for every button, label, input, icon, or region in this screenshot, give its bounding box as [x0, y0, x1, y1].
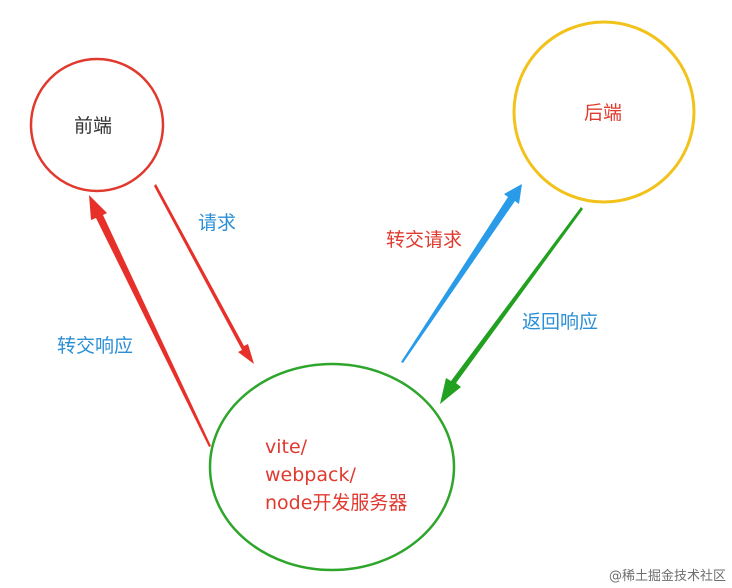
forward-response-label: 转交响应: [57, 335, 133, 357]
forward-request-label: 转交请求: [386, 229, 462, 251]
request-arrow: 请求: [154, 184, 254, 364]
dev-server-label-line-2: webpack/: [265, 464, 356, 486]
watermark: @稀土掘金技术社区: [608, 569, 726, 584]
return-response-label: 返回响应: [522, 311, 598, 333]
frontend-circle: [29, 57, 165, 193]
backend-circle: [512, 20, 696, 204]
return-response-arrow-shape: [440, 207, 583, 404]
frontend-label: 前端: [74, 115, 112, 137]
dev-server-label-line-1: vite/: [265, 436, 308, 458]
dev-server-circle: [208, 362, 456, 572]
dev-server-node: vite/ webpack/ node开发服务器: [208, 362, 456, 572]
return-response-arrow: 返回响应: [440, 207, 598, 404]
forward-request-arrow-shape: [401, 184, 522, 363]
backend-label: 后端: [584, 102, 622, 124]
forward-response-arrow-shape: [89, 195, 211, 447]
request-label: 请求: [198, 212, 236, 234]
backend-node: 后端: [512, 20, 696, 204]
dev-server-label-line-3: node开发服务器: [265, 492, 407, 514]
frontend-node: 前端: [29, 57, 165, 193]
request-arrow-shape: [154, 184, 254, 364]
forward-response-arrow: 转交响应: [57, 195, 211, 447]
forward-request-arrow: 转交请求: [386, 184, 522, 363]
